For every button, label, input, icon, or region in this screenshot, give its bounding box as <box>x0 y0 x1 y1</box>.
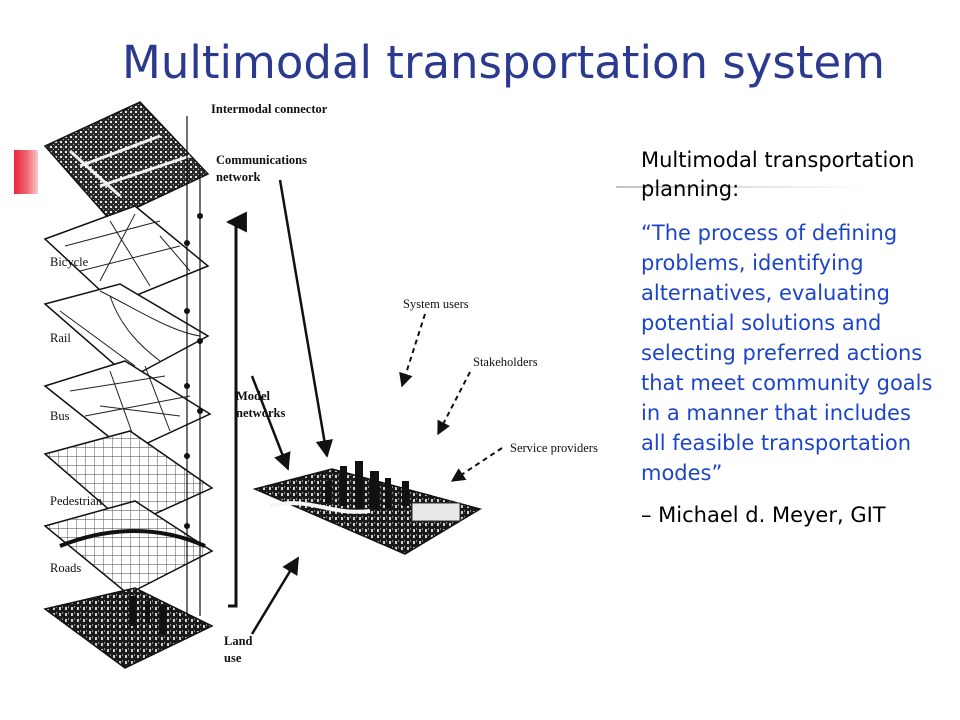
heading-rule <box>616 186 866 188</box>
label-land-1: Land <box>224 634 253 648</box>
definition-panel: Multimodal transportation planning: “The… <box>641 146 941 530</box>
dashed-arrows <box>399 313 503 482</box>
slide-title: Multimodal transportation system <box>122 36 886 89</box>
model-bracket <box>225 211 247 608</box>
definition-heading: Multimodal transportation planning: <box>641 148 915 201</box>
connector-dots <box>184 213 203 529</box>
layer-communications <box>43 101 210 221</box>
label-land-2: use <box>224 651 242 665</box>
layer-roads <box>43 500 214 595</box>
connector-lines <box>186 116 201 616</box>
accent-bar <box>14 150 38 194</box>
solid-arrows <box>250 179 333 635</box>
layer-diagram-svg: Intermodal connector Communications netw… <box>43 101 598 669</box>
label-stakeholders: Stakeholders <box>473 355 538 369</box>
layer-bicycle <box>43 205 210 305</box>
label-system-users: System users <box>403 297 469 311</box>
label-model-1: Model <box>236 389 271 403</box>
label-bicycle: Bicycle <box>50 255 89 269</box>
diagram-labels: Intermodal connector Communications netw… <box>50 102 598 665</box>
definition-quote: “The process of defining problems, ident… <box>641 221 933 485</box>
label-rail: Rail <box>50 331 71 345</box>
label-roads: Roads <box>50 561 81 575</box>
layer-bus <box>43 360 212 453</box>
label-model-2: networks <box>236 406 285 420</box>
label-bus: Bus <box>50 409 70 423</box>
city-model <box>252 461 482 555</box>
label-communications-2: network <box>216 170 260 184</box>
label-service-providers: Service providers <box>510 441 598 455</box>
layer-land-use <box>43 587 214 669</box>
label-pedestrian: Pedestrian <box>50 494 103 508</box>
quote-attribution: – Michael d. Meyer, GIT <box>641 503 886 527</box>
layer-pedestrian <box>43 430 214 527</box>
label-communications-1: Communications <box>216 153 307 167</box>
layer-diagram: Intermodal connector Communications netw… <box>40 96 615 696</box>
label-intermodal-connector: Intermodal connector <box>211 102 328 116</box>
layer-rail <box>43 283 210 379</box>
